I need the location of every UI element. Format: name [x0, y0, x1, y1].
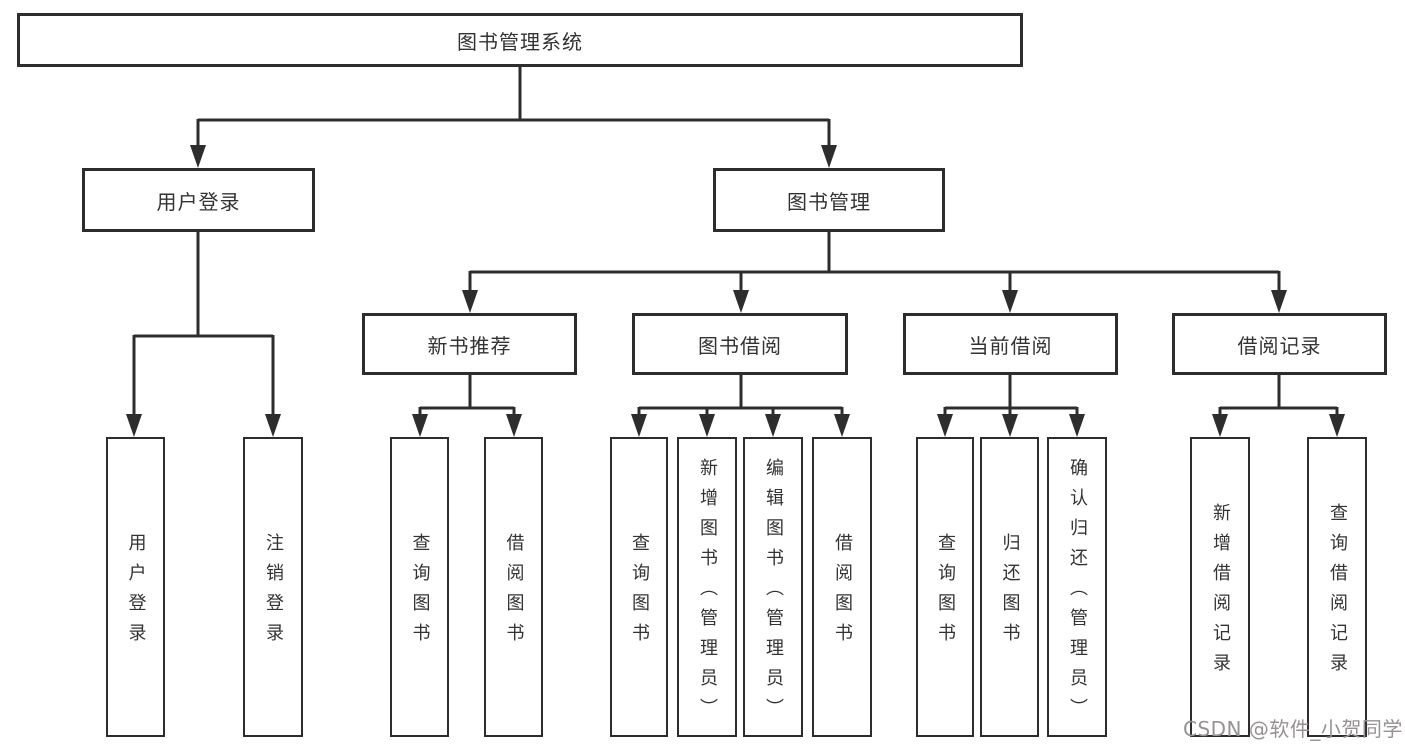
edge-userlogin-to-leaves — [132, 232, 275, 418]
leaf-label: 新增借阅记录 — [1210, 503, 1231, 683]
arrow-icon — [506, 414, 522, 437]
arrow-icon — [699, 414, 715, 437]
leaf-label: 编辑图书（管理员） — [763, 458, 784, 728]
node-current-borrow: 当前借阅 — [903, 313, 1118, 375]
node-borrow-records: 借阅记录 — [1172, 313, 1387, 375]
arrow-icon — [412, 414, 428, 437]
edge-currentborrow-to-leaves — [943, 375, 1079, 418]
leaf-confirm-return-admin: 确认归还（管理员） — [1047, 437, 1107, 737]
arrow-icon — [1271, 290, 1287, 313]
leaf-label: 注销登录 — [263, 533, 284, 653]
leaf-label: 借阅图书 — [503, 533, 525, 653]
leaf-label: 确认归还（管理员） — [1067, 458, 1088, 728]
arrow-icon — [1002, 290, 1018, 313]
node-book-management: 图书管理 — [713, 168, 945, 232]
leaf-label: 查询借阅记录 — [1327, 503, 1348, 683]
leaf-label: 查询图书 — [409, 533, 431, 653]
arrow-icon — [1002, 414, 1018, 437]
edge-bookborrow-to-leaves — [637, 375, 844, 418]
arrow-icon — [765, 414, 781, 437]
leaf-query-books-1: 查询图书 — [390, 437, 449, 737]
leaf-label: 借阅图书 — [832, 533, 853, 653]
arrow-icon — [462, 290, 478, 313]
leaf-borrow-books-2: 借阅图书 — [812, 437, 872, 737]
node-book-borrow: 图书借阅 — [632, 313, 848, 375]
leaf-label: 归还图书 — [999, 533, 1021, 653]
arrow-icon — [821, 145, 837, 168]
arrow-icon — [937, 414, 953, 437]
leaf-edit-books-admin: 编辑图书（管理员） — [743, 437, 803, 737]
leaf-label: 查询图书 — [935, 533, 956, 653]
leaf-add-books-admin: 新增图书（管理员） — [677, 437, 737, 737]
arrow-icon — [1329, 414, 1345, 437]
edge-newbook-to-leaves — [418, 375, 516, 418]
edge-root-to-level2 — [196, 67, 831, 148]
leaf-user-login: 用户登录 — [106, 437, 165, 737]
leaf-query-books-2: 查询图书 — [610, 437, 668, 737]
arrow-icon — [834, 414, 850, 437]
node-user-login: 用户登录 — [82, 168, 315, 232]
arrow-icon — [190, 145, 206, 168]
arrow-icon — [733, 290, 749, 313]
leaf-label: 新增图书（管理员） — [697, 458, 718, 728]
node-root-system: 图书管理系统 — [17, 13, 1023, 67]
edge-bookmgmt-to-level3 — [468, 232, 1281, 294]
leaf-label: 用户登录 — [125, 533, 147, 653]
leaf-borrow-books-1: 借阅图书 — [484, 437, 543, 737]
leaf-add-borrow-record: 新增借阅记录 — [1190, 437, 1250, 737]
leaf-return-books: 归还图书 — [980, 437, 1039, 737]
edge-records-to-leaves — [1218, 375, 1339, 418]
arrow-icon — [1212, 414, 1228, 437]
arrow-icon — [265, 414, 281, 437]
arrow-icon — [631, 414, 647, 437]
arrow-icon — [126, 414, 142, 437]
node-new-book-recommend: 新书推荐 — [362, 313, 577, 375]
leaf-logout: 注销登录 — [243, 437, 303, 737]
leaf-label: 查询图书 — [629, 533, 650, 653]
leaf-query-books-3: 查询图书 — [916, 437, 974, 737]
arrow-icon — [1069, 414, 1085, 437]
leaf-query-borrow-record: 查询借阅记录 — [1307, 437, 1367, 737]
csdn-watermark: CSDN @软件_小贺同学 — [1183, 717, 1403, 741]
